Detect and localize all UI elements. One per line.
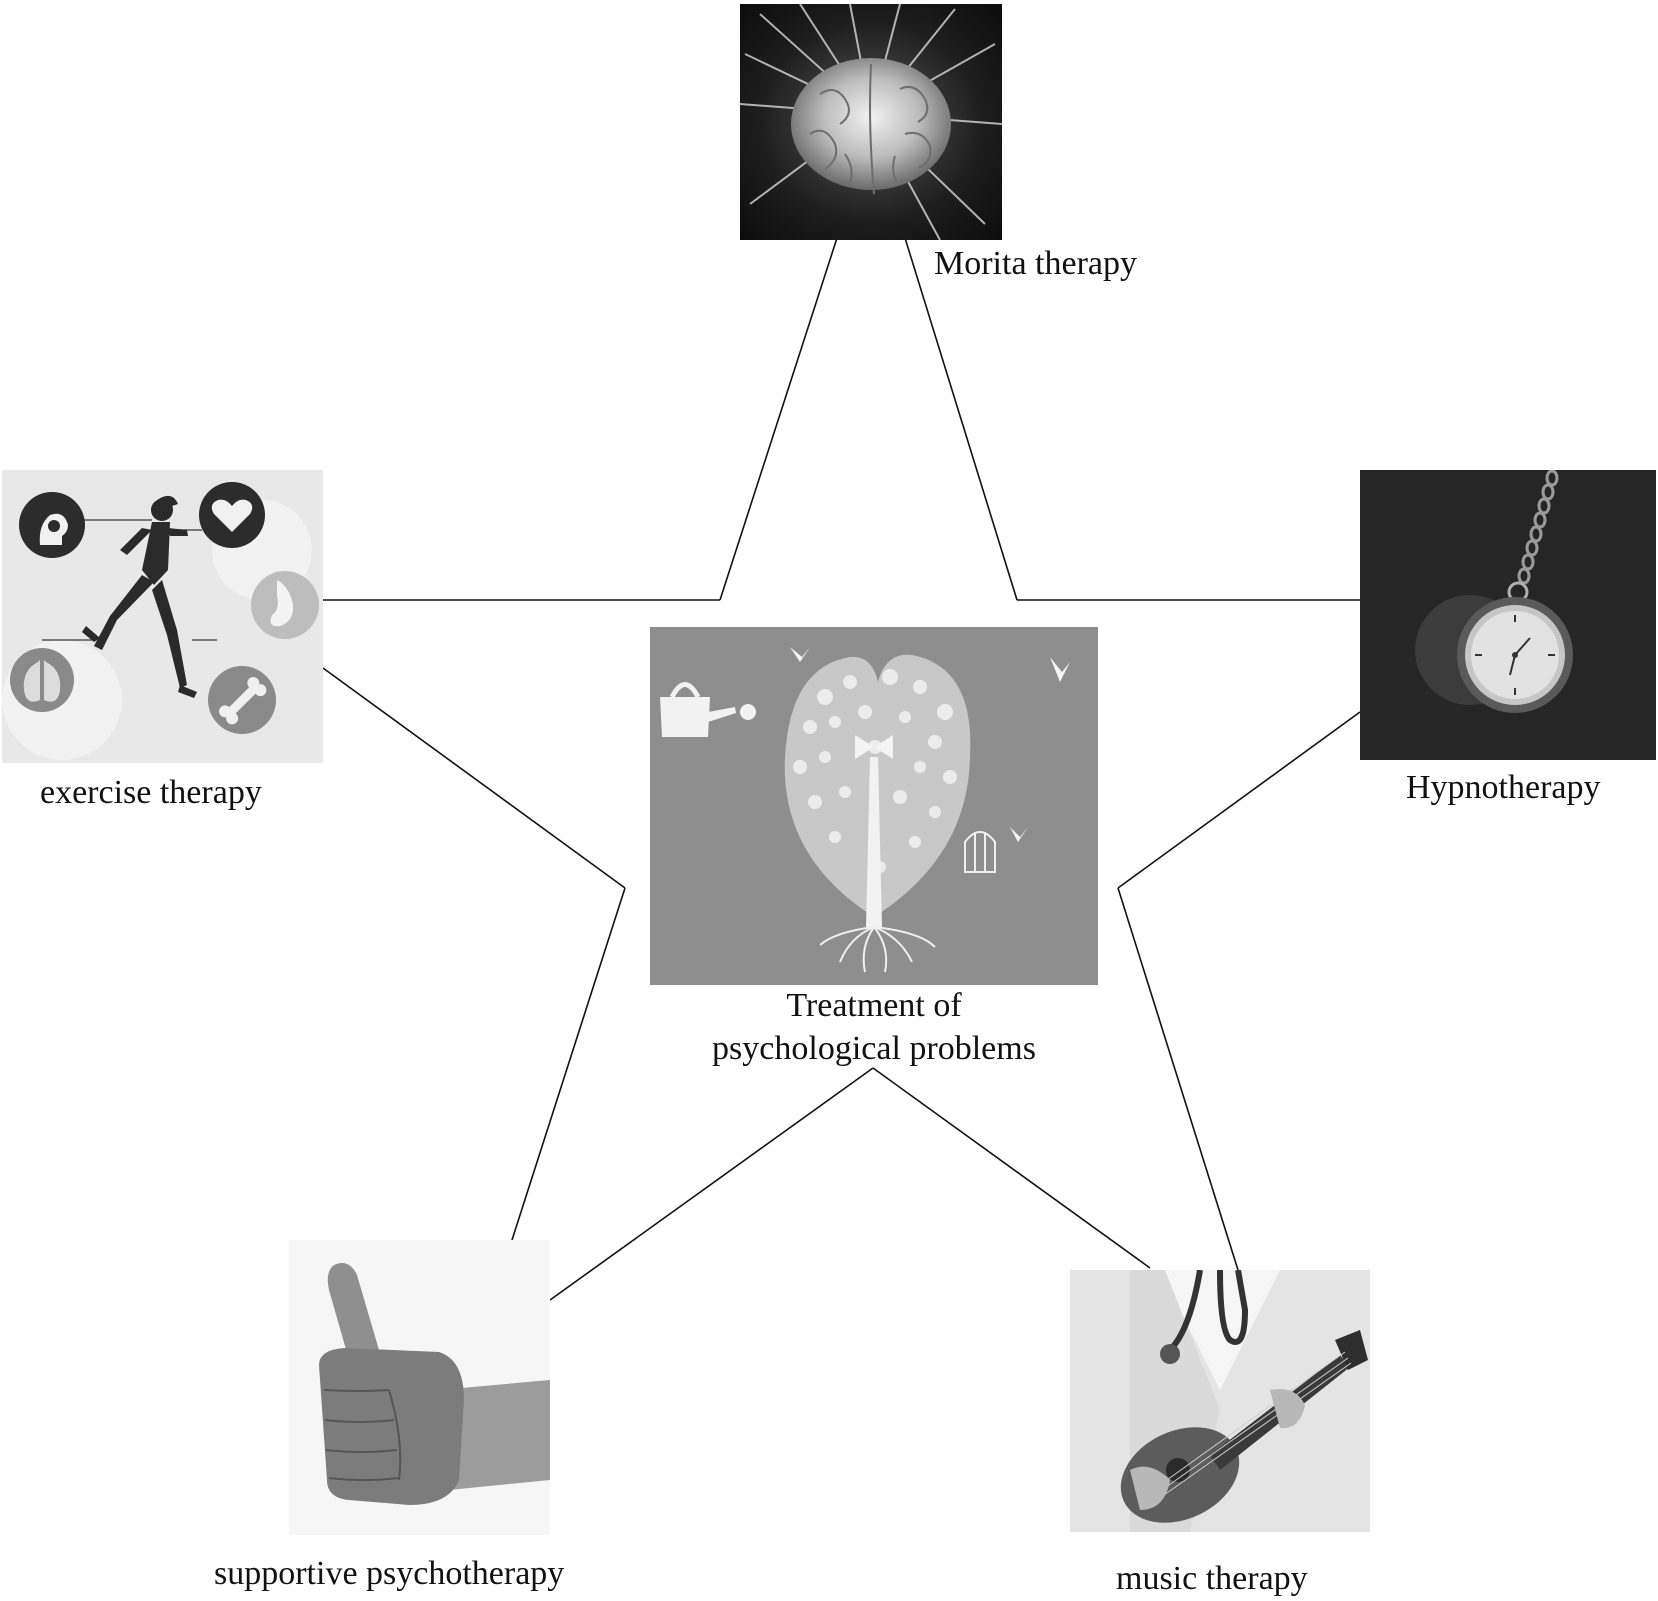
- pocket-watch-pendulum-icon: [1360, 470, 1656, 760]
- glowing-brain-icon: [740, 4, 1002, 240]
- center-label-line1: Treatment of: [786, 987, 962, 1024]
- connector-line: [719, 237, 838, 601]
- music-therapy-label: music therapy: [1116, 1560, 1308, 1597]
- doctor-ukulele-icon: [1070, 1270, 1370, 1532]
- thumbs-up-icon: [289, 1240, 550, 1535]
- connector-line: [872, 1067, 1151, 1269]
- center-label-line2: psychological problems: [712, 1029, 1036, 1067]
- center-image: [650, 627, 1098, 985]
- hypnotherapy-image: [1360, 470, 1656, 760]
- music-image: [1070, 1270, 1370, 1532]
- morita-therapy-label: Morita therapy: [934, 245, 1137, 282]
- connector-line: [1117, 711, 1361, 889]
- supportive-image: [289, 1240, 550, 1535]
- paper-cut-tree-icon: [650, 627, 1098, 985]
- exercise-image: [2, 470, 323, 763]
- connector-line: [1117, 887, 1239, 1271]
- exercise-therapy-label: exercise therapy: [40, 774, 262, 811]
- running-woman-health-icon: [2, 470, 323, 763]
- connector-line: [511, 887, 626, 1241]
- connector-line: [549, 1067, 874, 1301]
- center-label: Treatment of psychological problems: [660, 985, 1088, 1070]
- hypnotherapy-label: Hypnotherapy: [1406, 769, 1601, 806]
- morita-image: [740, 4, 1002, 240]
- supportive-psychotherapy-label: supportive psychotherapy: [214, 1555, 565, 1592]
- connector-line: [322, 667, 626, 889]
- connector-line: [904, 237, 1018, 601]
